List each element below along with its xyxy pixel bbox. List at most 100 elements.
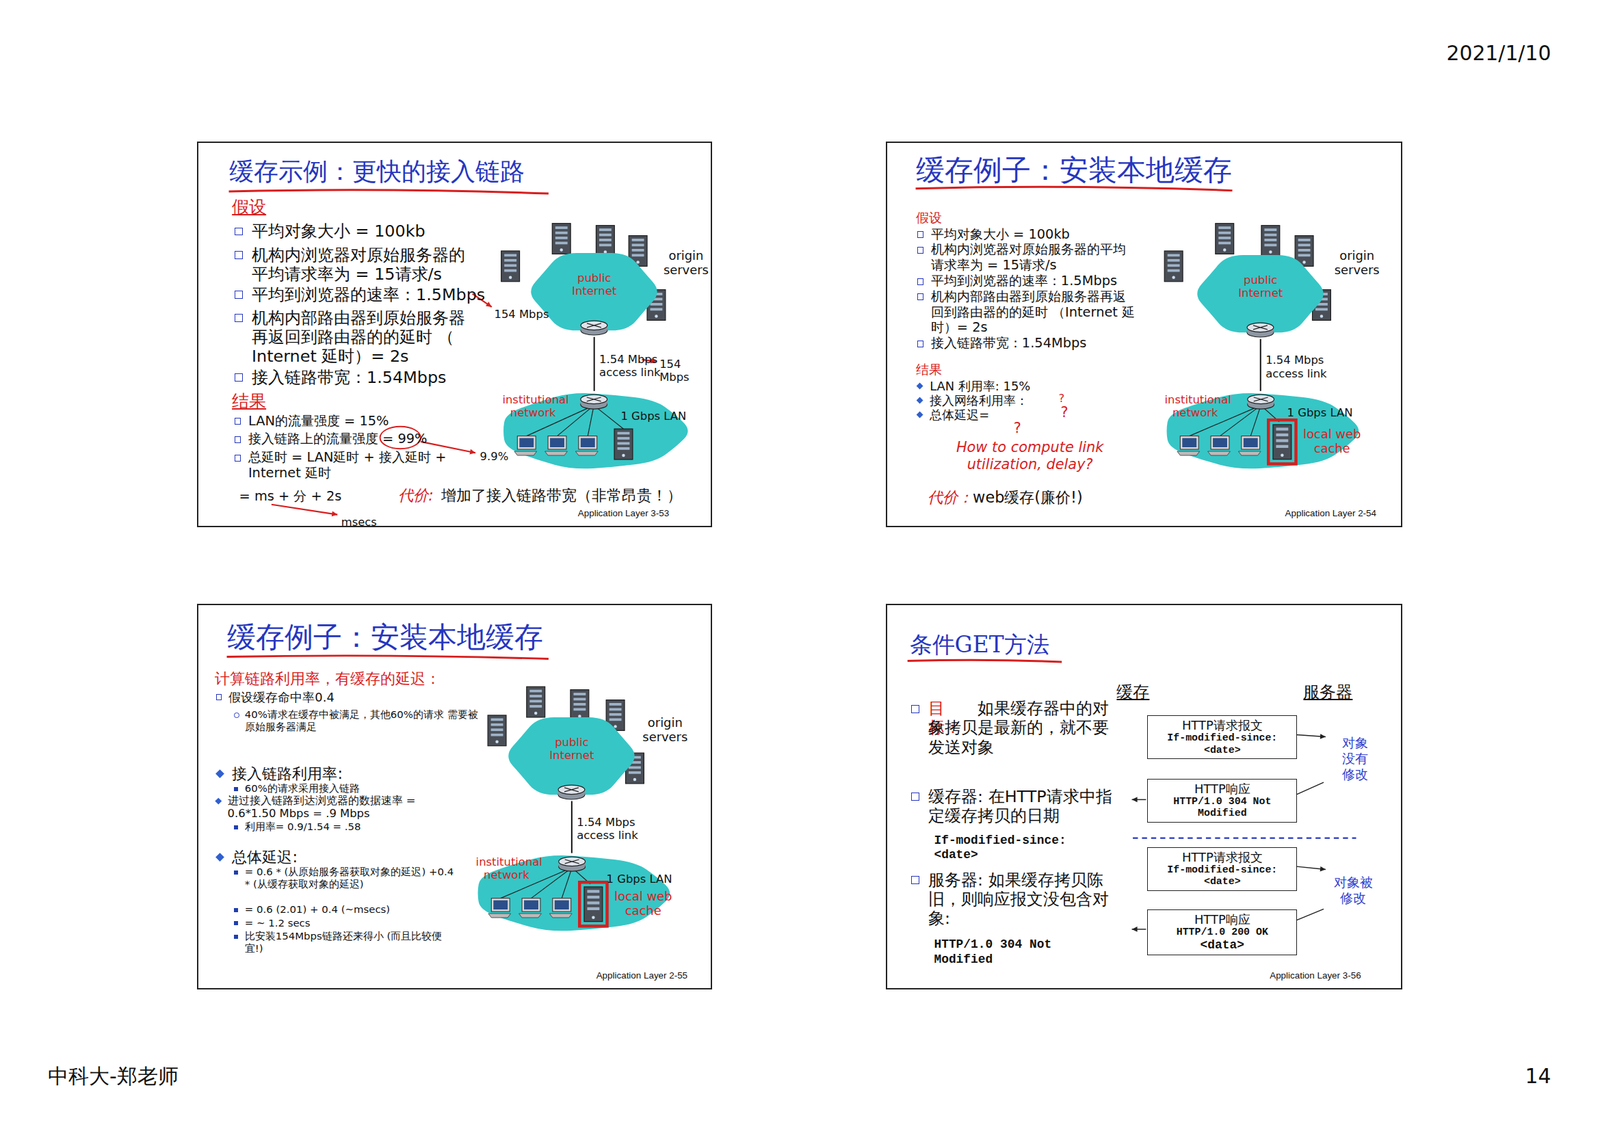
pc-icon [491, 898, 510, 912]
drawing [573, 708, 587, 712]
slide-text: 假设 [915, 210, 957, 227]
server-icon [488, 715, 507, 747]
slide-text: 总体延迟: [214, 848, 419, 867]
drawing [599, 244, 612, 247]
drawing [1176, 451, 1200, 456]
slide-text: = 0.6 (2.01) + 0.4 (~msecs) [233, 904, 458, 917]
server-icon [1273, 424, 1292, 460]
drawing [632, 254, 645, 258]
slide-text: 条件GET方法 [909, 632, 1084, 659]
page-label: 2021/1/10 [1438, 41, 1551, 65]
drawing [504, 254, 517, 258]
message-line: HTTP响应 [1194, 912, 1251, 927]
drawing [1294, 909, 1324, 922]
slide-text: = 0.6 * (从原始服务器获取对象的延迟) +0.4 * (从缓存获取对象的… [233, 866, 458, 891]
slide-text: 缓存示例：更快的接入链路 [229, 157, 566, 187]
link-label: 1.54 Mbps access link [1265, 353, 1337, 381]
slide-text: 服务器 [1303, 682, 1365, 702]
drawing [530, 253, 657, 331]
slide-text: 1 Gbps LAN [606, 872, 678, 886]
slide-text: 比安装154Mbps链路还来得小 (而且比较便宜!) [233, 930, 458, 955]
slide-text: origin servers [659, 248, 713, 278]
drawing [534, 712, 537, 715]
slide-text: 接入网络利用率： [915, 393, 1120, 408]
drawing [599, 229, 612, 232]
network-region: institutional network [495, 391, 692, 471]
network-region: local web cacheinstitutional network [469, 853, 674, 934]
drawing [579, 882, 607, 927]
server-icon [501, 251, 520, 282]
drawing [1218, 242, 1232, 245]
drawing [650, 308, 663, 312]
drawing [628, 771, 641, 775]
drawing [523, 900, 539, 910]
message-box: HTTP响应HTTP/1.0 200 OK<data> [1147, 909, 1297, 957]
drawing [586, 896, 600, 899]
pc-icon [517, 435, 537, 449]
drawing [1250, 405, 1261, 437]
drawing [573, 698, 587, 702]
slide-text: 接入链路带宽：1.54Mbps [915, 335, 1161, 352]
arrow-head [1131, 926, 1137, 933]
message-line: HTTP/1.0 304 Not Modified [1149, 796, 1295, 821]
drawing [586, 907, 600, 911]
drawing [558, 785, 585, 795]
arrow-head [1320, 733, 1326, 740]
message-line: <data> [1200, 938, 1245, 953]
slide-text: 假设缓存命中率0.4 [214, 690, 470, 705]
link-label: 1.54 Mbps access link [576, 816, 648, 843]
drawing [495, 740, 499, 744]
slide-text: ? [1060, 404, 1071, 422]
drawing [1172, 276, 1176, 280]
drawing [1242, 437, 1258, 447]
message-line: If-modified-since: <date> [1149, 732, 1295, 757]
drawing [609, 718, 622, 722]
drawing [578, 714, 582, 718]
slide-text: 平均对象大小 = 100kb [915, 227, 1161, 243]
page-label: 14 [1500, 1064, 1552, 1089]
slide-text: 缓存例子：安装本地缓存 [915, 153, 1263, 187]
drawing [1298, 244, 1311, 247]
drawing [1218, 237, 1232, 241]
access-link [1260, 339, 1262, 392]
page-label: 中科大-郑老师 [47, 1064, 222, 1089]
drawing [1264, 233, 1278, 237]
slide-text: Application Layer 3-56 [1269, 970, 1372, 982]
drawing [580, 394, 608, 404]
drawing [1223, 248, 1226, 252]
cache-label: local web cache [612, 889, 674, 918]
drawing [1298, 254, 1311, 258]
drawing [1238, 451, 1261, 456]
slide-text: web缓存(廉价!) [972, 488, 1137, 507]
drawing [504, 264, 517, 268]
arrow-head [331, 511, 338, 518]
cache-server: local web cache [578, 881, 676, 929]
slide-text: 如果缓存器中的对象拷贝是最新的，就不要发送对象 [909, 699, 1114, 758]
drawing [1280, 454, 1284, 457]
slide-text: Application Layer 2-54 [1285, 508, 1388, 520]
message-line: HTTP请求报文 [1182, 718, 1263, 733]
slide-text: ? [1058, 391, 1069, 405]
slide-text: = ms + 分 + 2s [239, 489, 383, 505]
drawing [1275, 445, 1289, 449]
drawing [1247, 323, 1274, 333]
drawing [632, 248, 645, 252]
drawing [1218, 231, 1232, 235]
drawing [514, 451, 537, 456]
pc-icon [521, 898, 541, 912]
arrow-head [485, 302, 492, 308]
drawing [599, 233, 612, 237]
slide-text: How to compute link utilization, delay? [943, 439, 1118, 473]
message-box: HTTP请求报文If-modified-since: <date> [1147, 715, 1297, 760]
message-box: HTTP响应HTTP/1.0 304 Not Modified [1147, 779, 1297, 823]
access-link [593, 337, 596, 392]
slide-frame: public Internetinstitutional network缓存示例… [197, 141, 713, 528]
slide-text: HTTP/1.0 304 Not Modified [933, 937, 1098, 967]
drawing [609, 703, 622, 706]
slide-text: 平均到浏览器的速率：1.5Mbps [233, 285, 489, 305]
slide-text: 代价: [398, 486, 444, 505]
drawing [1197, 255, 1324, 333]
slide-text: 计算链路利用率，有缓存的延迟： [214, 669, 542, 688]
cache-server: local web cache [1266, 418, 1365, 466]
